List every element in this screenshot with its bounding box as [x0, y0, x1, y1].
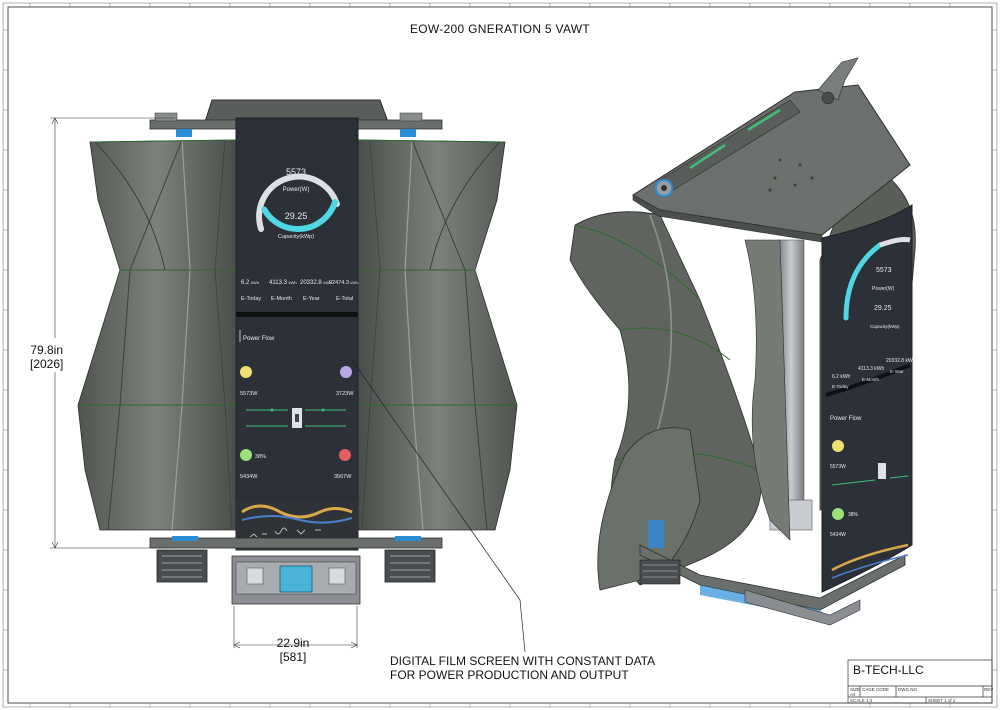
iso-brand-logo [831, 543, 909, 572]
tb-scale: SCALE 1:4 [850, 698, 873, 703]
left-blade [77, 139, 237, 531]
right-blade [357, 139, 518, 531]
front-screen-panel [235, 117, 359, 551]
capacity-label: Capacity(kWp) [278, 234, 314, 240]
battery-pct: 38% [255, 454, 266, 460]
iso-inner-blade [744, 239, 791, 541]
iso-gauge [843, 242, 883, 321]
iso-battery-pct: 38% [848, 512, 859, 518]
stat-month-value: 4113.3 kWh [269, 280, 297, 286]
tb-rev-label: REV [984, 687, 994, 692]
pv-value: 5573W [240, 391, 258, 397]
iso-stat3-label: E-Year [890, 369, 904, 374]
flow-lines [246, 409, 346, 427]
power-flow-label: Power Flow [243, 336, 275, 342]
grid-value: 3723W [336, 391, 354, 397]
brand-logo-swoosh [241, 504, 353, 519]
left-generator [156, 549, 208, 583]
iso-front-flap [597, 427, 701, 591]
iso-power-label: Power(W) [872, 286, 895, 292]
title-block [847, 659, 993, 704]
sun-icon [240, 366, 252, 378]
grid-icon [340, 366, 352, 378]
iso-stat2-value: 4113.3 kWh [858, 366, 885, 372]
iso-capacity-label: Capacity(kWp) [870, 324, 900, 329]
screen-note: DIGITAL FILM SCREEN WITH CONSTANT DATA F… [390, 654, 655, 682]
iso-pv-value: 5573W [830, 464, 846, 470]
iso-battery-value: 5434W [830, 532, 846, 538]
bottom-plate [149, 537, 443, 549]
iso-generator [639, 559, 681, 585]
gauge-fill [261, 199, 339, 232]
tb-size-label: SIZE [850, 687, 861, 692]
iso-stat1-label: E-Today [832, 384, 849, 389]
note-line-2: FOR POWER PRODUCTION AND OUTPUT [390, 668, 629, 682]
battery-value: 5434W [240, 474, 258, 480]
height-in: 79.8in [30, 343, 64, 357]
tb-dwg-label: DWG NO [898, 687, 917, 692]
gauge-track [256, 173, 340, 232]
dimension-width [233, 606, 358, 649]
tb-size-value: A4 [850, 692, 856, 697]
drawing-title: EOW-200 GNERATION 5 VAWT [409, 22, 591, 36]
tb-sheet: SHEET 1 of 2 [928, 698, 956, 703]
width-in: 22.9in [276, 636, 310, 650]
stat-today-value: 6.2 kWh [241, 280, 259, 286]
height-dimension-label: 79.8in [2026] [30, 343, 63, 371]
iso-capacity-value: 29.25 [874, 305, 892, 312]
power-value: 5573 [286, 167, 306, 177]
iso-sun-icon [832, 440, 844, 452]
stat-year-label: E-Year [303, 296, 320, 302]
brand-logo-script [249, 527, 321, 538]
isometric-view: 5573 Power(W) 29.25 Capacity(kWp) 6.2 kW… [569, 57, 916, 626]
front-view: 5573 Power(W) 29.25 Capacity(kWp) 6.2 kW… [77, 99, 518, 605]
tb-cage-label: CAGE CODE [862, 687, 890, 692]
iso-top-fin [817, 57, 859, 101]
iso-screen-panel [821, 204, 913, 593]
stat-month-label: E-Month [271, 296, 292, 302]
width-dimension-label: 22.9in [581] [258, 636, 328, 664]
right-generator [384, 549, 436, 583]
battery-icon [240, 449, 252, 461]
iso-stat2-label: E-Month [862, 377, 880, 382]
stat-total-label: E-Total [336, 296, 353, 302]
power-label: Power(W) [283, 187, 310, 193]
stat-year-value: 20332.8 kWh [300, 280, 331, 286]
height-mm: [2026] [30, 357, 64, 371]
iso-stat3-value: 20332.8 kWh [886, 358, 916, 364]
stats-row: 6.2 kWh E-Today 4113.3 kWh E-Month 20332… [241, 280, 358, 302]
stat-today-label: E-Today [241, 296, 261, 302]
company-name: B-TECH-LLC [853, 663, 924, 677]
stat-total-value: 92474.3 kWh [329, 280, 358, 286]
iso-base-mount [744, 589, 861, 626]
leader-line [351, 359, 526, 653]
width-mm: [581] [279, 650, 307, 664]
load-value: 3567W [334, 474, 352, 480]
iso-inverter-icon [878, 463, 886, 479]
capacity-value: 29.25 [285, 211, 308, 221]
load-icon [339, 449, 351, 461]
dimension-height [50, 117, 175, 549]
iso-battery-icon [832, 508, 844, 520]
iso-power-value: 5573 [876, 267, 892, 274]
iso-power-flow-label: Power Flow [830, 416, 862, 422]
iso-stat1-value: 6.2 kWh [832, 374, 851, 380]
base-mount [231, 555, 361, 605]
note-line-1: DIGITAL FILM SCREEN WITH CONSTANT DATA [390, 654, 656, 668]
